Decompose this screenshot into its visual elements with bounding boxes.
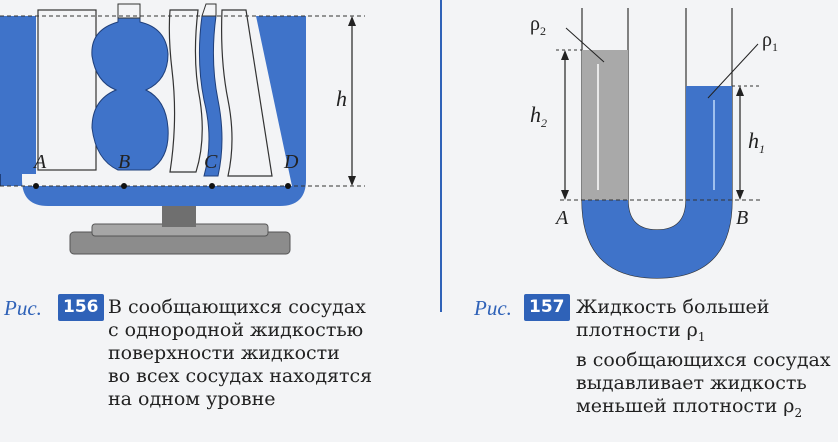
point-c-dot — [209, 183, 215, 189]
gap-3 — [221, 9, 273, 177]
u-tube-inner — [627, 8, 687, 231]
caption-156-text: В сообщающихся сосудах с однородной жидк… — [108, 296, 372, 411]
rho2-leader — [565, 27, 605, 63]
rho1-label: ρ1 — [762, 29, 778, 54]
height-arrow-bottom — [348, 176, 356, 186]
gap-1 — [37, 9, 97, 171]
point-d-dot — [285, 183, 291, 189]
vessel-2-neck — [117, 3, 141, 19]
caption-156-number: 156 — [58, 294, 104, 321]
caption-157-line-5: меньшей плотности ρ2 — [576, 394, 803, 420]
vessel-3-top — [201, 3, 217, 17]
point-d-label: D — [283, 151, 299, 173]
vessel-1-liquid — [0, 16, 36, 174]
rho2-label: ρ2 — [530, 13, 546, 38]
caption-157-line-2: плотности ρ1 — [576, 319, 706, 344]
point-a-dot — [33, 183, 39, 189]
caption-156-line: во всех сосудах находятся — [108, 365, 373, 387]
h2-arrow-top — [561, 50, 569, 60]
caption-156-line: поверхности жидкости — [108, 342, 340, 364]
caption-157-line-4: выдавливает жидкость — [576, 371, 807, 394]
caption-156-line: на одном уровне — [108, 388, 276, 410]
stand-column — [162, 203, 196, 227]
figure-157-u-tube: ρ2 ρ1 h2 h1 A B — [530, 8, 778, 279]
vessel-3-wavy — [198, 15, 223, 177]
figure-156-vessels: h A B C D — [0, 3, 365, 255]
point-a-label: A — [32, 151, 47, 173]
caption-157-prefix: Рис. — [474, 296, 512, 320]
caption-156-prefix: Рис. — [4, 296, 42, 320]
vessel-2-bulbs — [91, 15, 169, 171]
caption-157-text: Жидкость большей плотности ρ1 в сообщающ… — [576, 296, 831, 425]
point-b-dot — [121, 183, 127, 189]
h2-arrow-bottom — [561, 190, 569, 200]
caption-157-line-1: Жидкость большей — [576, 296, 770, 318]
liquid-body — [0, 16, 306, 206]
h1-arrow-top — [736, 86, 744, 96]
rho1-leader — [707, 43, 759, 99]
point-c-label: C — [204, 151, 218, 173]
h2-label: h2 — [530, 102, 547, 130]
gap-2 — [168, 9, 203, 173]
height-label: h — [336, 86, 347, 111]
u-tube-light-liquid — [582, 50, 628, 200]
height-arrow-top — [348, 16, 356, 26]
u-tube-dense-liquid — [582, 86, 732, 278]
h1-arrow-bottom — [736, 190, 744, 200]
caption-157-number: 157 — [524, 294, 570, 321]
caption-156-line: с однородной жидкостью — [108, 319, 364, 341]
caption-156-line: В сообщающихся сосудах — [108, 296, 366, 318]
point-b-label: B — [118, 151, 130, 173]
caption-157-line-3: в сообщающихся сосудах — [576, 348, 831, 371]
point-a-label-157: A — [554, 207, 569, 229]
point-b-label-157: B — [736, 207, 748, 229]
h1-label: h1 — [748, 128, 765, 156]
